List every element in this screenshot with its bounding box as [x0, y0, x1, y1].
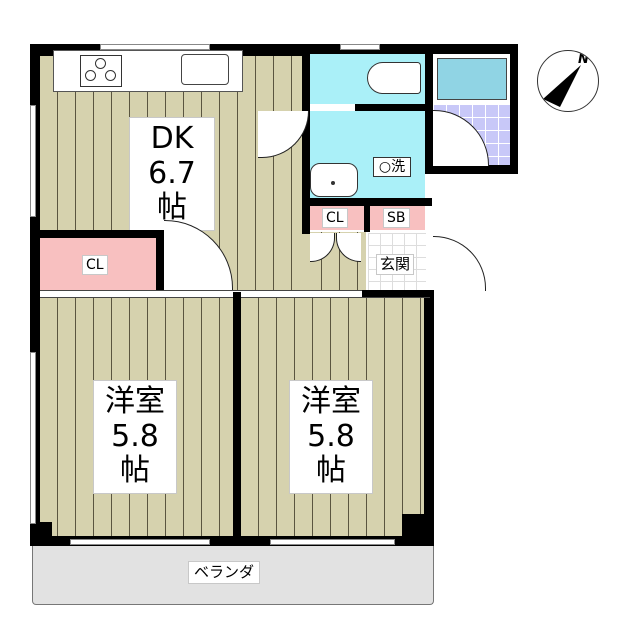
outer-wall-left	[30, 44, 40, 546]
wet-wall-bottom	[302, 198, 432, 206]
shoe-box-label: SB	[383, 208, 410, 229]
outer-wall-top-right	[425, 44, 517, 54]
outer-wall-right-bath	[510, 44, 518, 174]
bedroom-divider	[233, 292, 241, 540]
north-arrow-icon	[543, 65, 581, 107]
bedroom2-label: 洋室 5.8帖	[289, 380, 373, 494]
compass-north-label: N	[578, 52, 589, 67]
pillar-bottom-right	[402, 514, 434, 546]
bedroom2-wall-top	[362, 290, 434, 297]
closet-left-label: CL	[82, 255, 108, 276]
outer-wall-right	[424, 290, 434, 546]
toilet-wall-bottom	[355, 104, 430, 111]
burner-icon	[95, 58, 106, 69]
bedroom1-label: 洋室 5.8帖	[93, 380, 177, 494]
wet-wall-left	[302, 44, 310, 234]
bedroom2-size: 5.8帖	[307, 418, 355, 488]
entrance-label: 玄関	[376, 254, 415, 276]
closet-hall-label: CL	[322, 208, 348, 229]
washer-label: ○洗	[373, 157, 411, 178]
bedroom2-name: 洋室	[301, 384, 361, 419]
closet-left-wall-top	[30, 230, 164, 238]
closet-left-wall-right	[156, 230, 164, 298]
window-veranda-1	[70, 539, 210, 545]
window-veranda-2	[270, 539, 395, 545]
outer-wall-bottom	[30, 536, 434, 546]
dk-name: DK	[150, 121, 194, 156]
bathtub-basin	[437, 58, 507, 100]
dk-label: DK 6.7帖	[129, 117, 215, 231]
compass: N	[537, 50, 599, 112]
window-bedroom1-left	[30, 352, 36, 524]
bedroom1-name: 洋室	[105, 384, 165, 419]
toilet	[367, 62, 421, 94]
wash-basin	[310, 163, 358, 197]
closet-divider	[364, 206, 370, 232]
wet-wall-mid	[425, 44, 433, 174]
drain-icon	[331, 181, 335, 185]
stove	[80, 55, 122, 87]
window-kitchen	[100, 44, 210, 50]
burner-icon	[85, 70, 96, 81]
bedroom1-size: 5.8帖	[111, 418, 159, 488]
entrance-door[interactable]	[433, 236, 486, 291]
outer-wall-bottom-bath	[425, 165, 518, 174]
veranda-label: ベランダ	[188, 561, 261, 585]
kitchen-sink	[181, 54, 229, 85]
burner-icon	[105, 70, 116, 81]
dk-size: 6.7帖	[148, 155, 196, 225]
window-dk-left	[30, 105, 36, 217]
bathtub	[433, 54, 510, 104]
window-toilet	[340, 44, 380, 50]
pillar-bottom-left	[30, 522, 52, 546]
